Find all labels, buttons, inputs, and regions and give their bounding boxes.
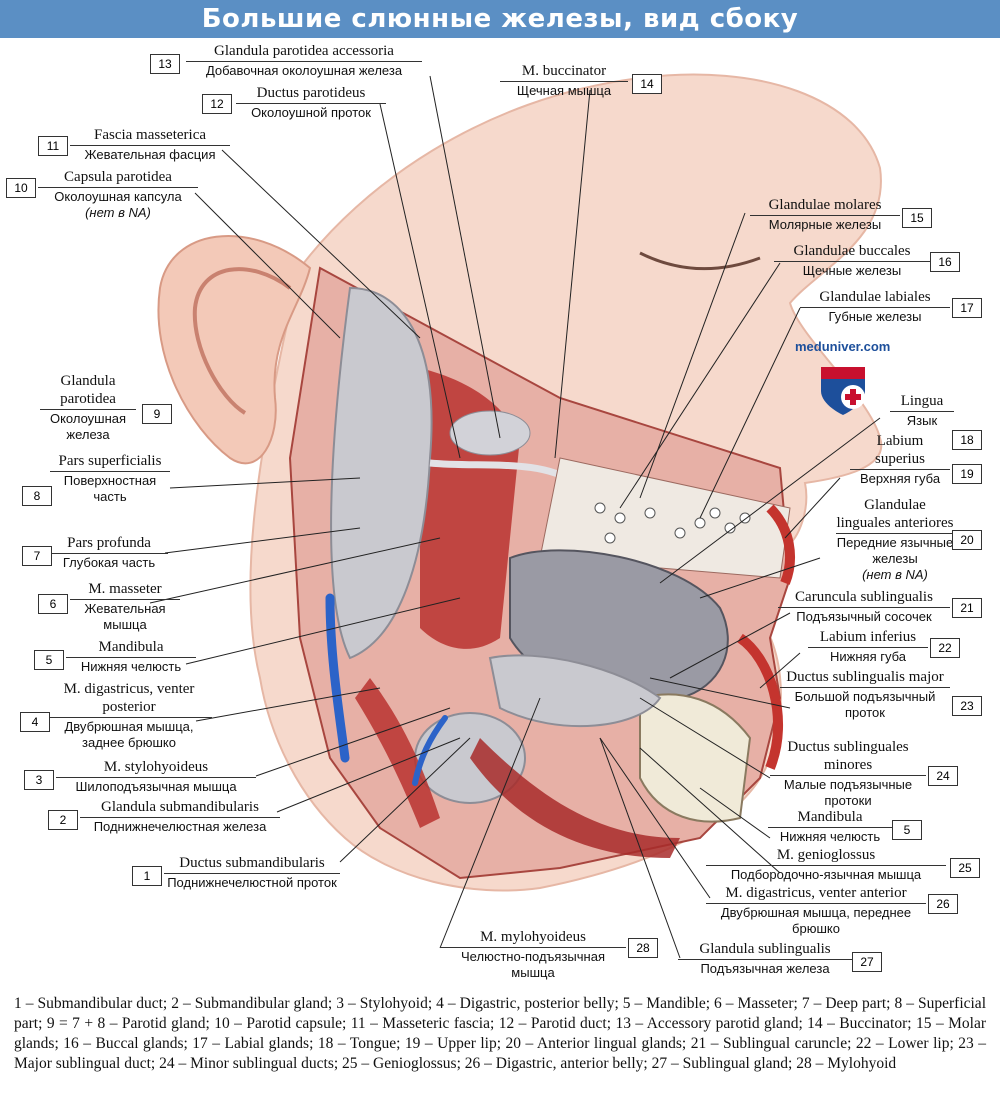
number-box-5-left: 5	[34, 650, 64, 670]
lower-lip	[736, 633, 783, 770]
eye	[639, 251, 761, 271]
number-box-21: 21	[952, 598, 982, 618]
upper-lip	[766, 504, 795, 585]
watermark-text: meduniver.com	[795, 339, 891, 354]
number-box-6: 6	[38, 594, 68, 614]
shield-icon	[820, 367, 865, 415]
number-box-8: 8	[22, 486, 52, 506]
number-box-25: 25	[950, 858, 980, 878]
mandible	[639, 693, 752, 823]
number-box-20: 20	[952, 530, 982, 550]
page-title: Большие слюнные железы, вид сбоку	[201, 4, 799, 34]
anatomy-illustration	[149, 73, 883, 959]
number-box-5-right: 5	[892, 820, 922, 840]
buccal-region	[539, 457, 791, 579]
accessory-parotid-gland	[449, 410, 531, 456]
number-box-2: 2	[48, 810, 78, 830]
number-box-23: 23	[952, 696, 982, 716]
number-box-3: 3	[24, 770, 54, 790]
title-bar: Большие слюнные железы, вид сбоку	[0, 0, 1000, 38]
sublingual-gland	[488, 654, 662, 728]
ear	[157, 235, 312, 465]
ear-inner	[192, 267, 292, 415]
vein	[325, 593, 350, 763]
number-box-11: 11	[38, 136, 68, 156]
number-box-27: 27	[852, 952, 882, 972]
number-box-13: 13	[150, 54, 180, 74]
number-box-1: 1	[132, 866, 162, 886]
number-box-7: 7	[22, 546, 52, 566]
number-box-18: 18	[952, 430, 982, 450]
vein-branch	[412, 715, 448, 786]
number-box-17: 17	[952, 298, 982, 318]
number-box-12: 12	[202, 94, 232, 114]
mylohyoid-muscle	[470, 738, 680, 858]
leader-lines	[149, 75, 881, 959]
number-box-10: 10	[6, 178, 36, 198]
number-box-4: 4	[20, 712, 50, 732]
number-box-26: 26	[928, 894, 958, 914]
digastric-muscle	[355, 678, 440, 828]
number-box-19: 19	[952, 464, 982, 484]
number-box-9: 9	[142, 404, 172, 424]
watermark-logo: meduniver.com	[795, 336, 890, 419]
number-box-28: 28	[628, 938, 658, 958]
number-box-14: 14	[632, 74, 662, 94]
number-box-15: 15	[902, 208, 932, 228]
number-box-16: 16	[930, 252, 960, 272]
buccal-glands	[594, 502, 751, 544]
legend-text: 1 – Submandibular duct; 2 – Submandibula…	[14, 995, 986, 1072]
number-box-24: 24	[928, 766, 958, 786]
number-box-22: 22	[930, 638, 960, 658]
